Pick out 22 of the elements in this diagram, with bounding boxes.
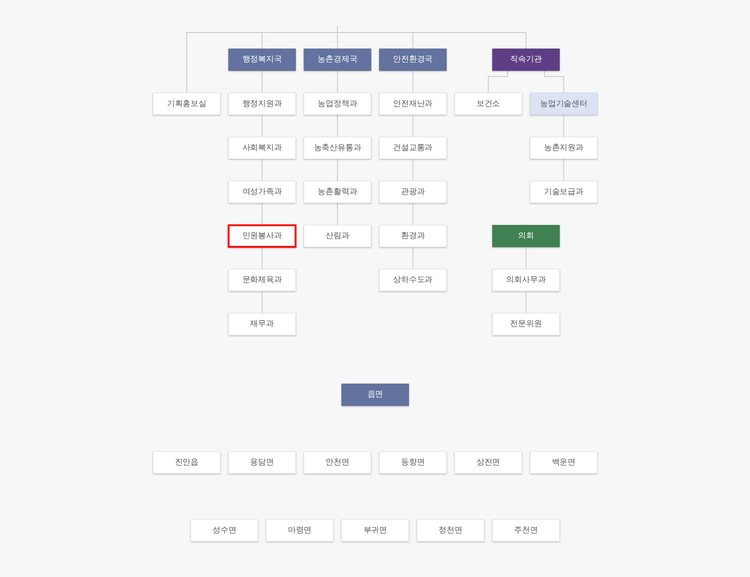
connector-line <box>336 26 526 50</box>
connector-line <box>261 158 262 182</box>
connector-line <box>488 70 508 94</box>
connector-line <box>544 70 564 94</box>
connector-line <box>412 114 414 138</box>
connector-line <box>336 70 338 94</box>
connector-line <box>525 246 526 270</box>
connector-line <box>261 202 262 226</box>
connector-line <box>261 70 262 94</box>
connector-line <box>412 70 414 94</box>
connector-line <box>261 246 262 270</box>
connector-line <box>261 290 262 314</box>
connector-line <box>336 202 338 226</box>
connector-line <box>336 114 338 138</box>
connector-line <box>336 158 338 182</box>
connector-line <box>261 114 262 138</box>
connector-line <box>412 246 414 270</box>
connector-line <box>412 158 414 182</box>
connector-line <box>525 290 526 314</box>
connector-line <box>563 114 564 138</box>
connector-line <box>412 202 414 226</box>
connector-line <box>563 158 564 182</box>
